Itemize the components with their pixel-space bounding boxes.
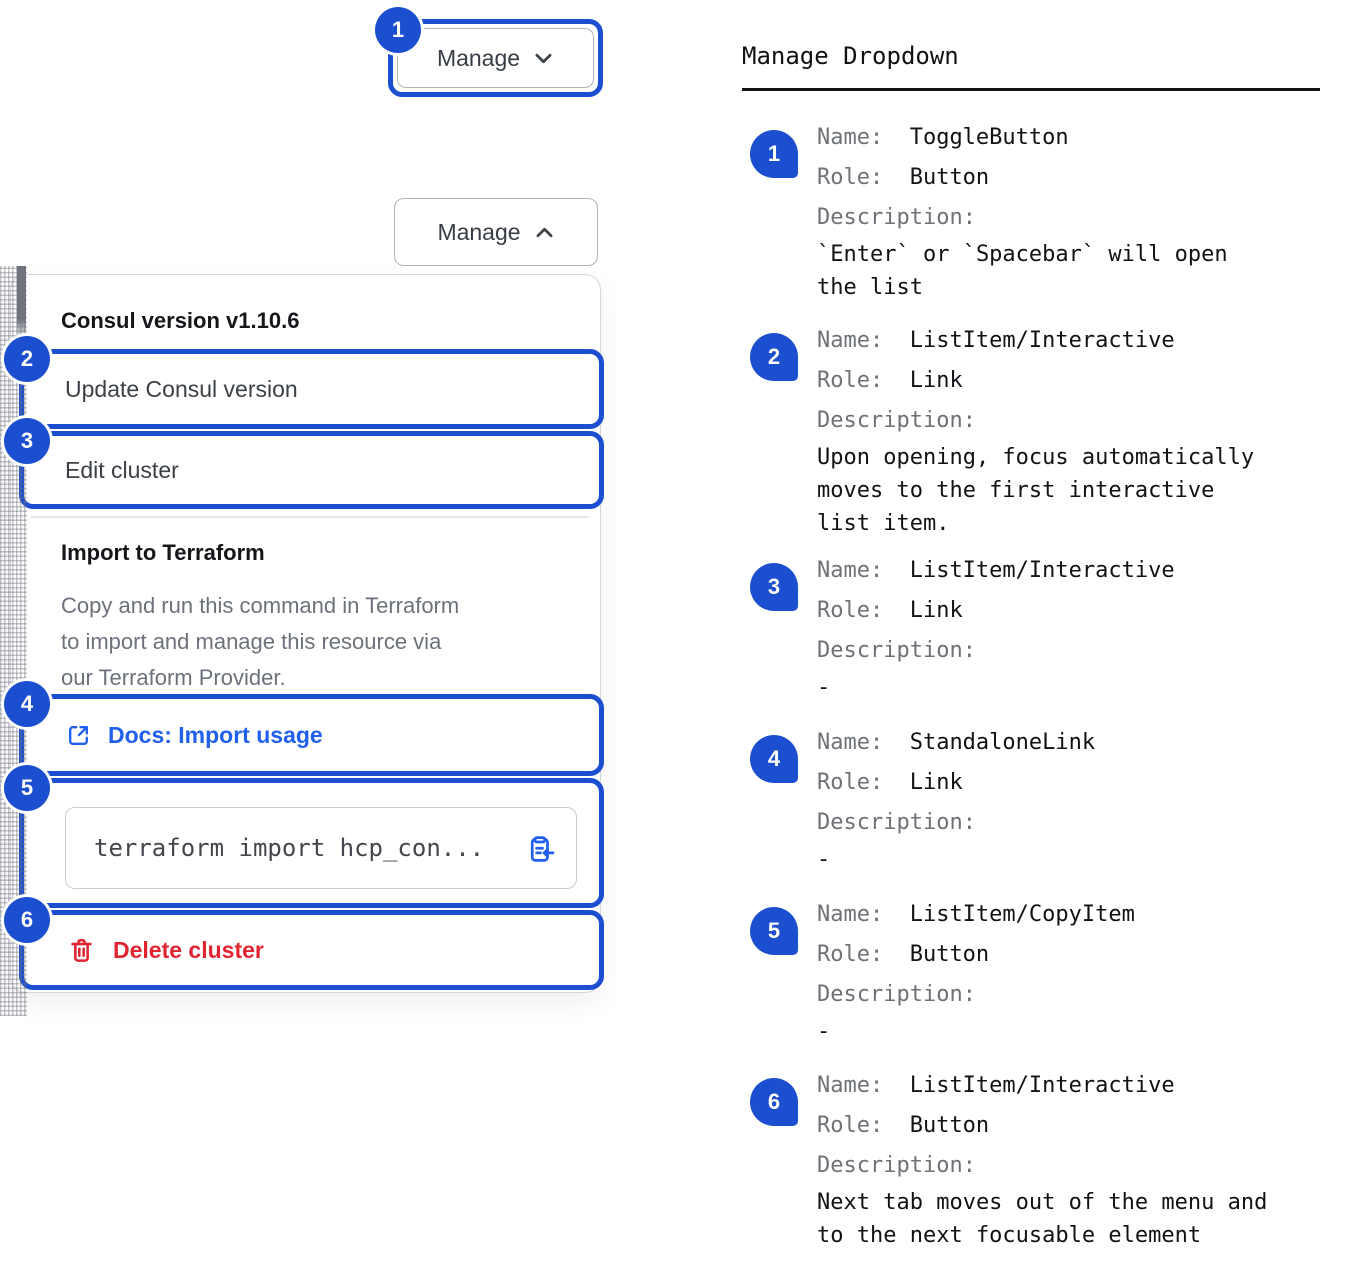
name-value: ListItem/CopyItem <box>909 902 1135 927</box>
annotation-badge-6: 6 <box>4 897 50 943</box>
description-label: Description: <box>817 638 976 663</box>
role-value: Button <box>909 942 990 967</box>
description-label: Description: <box>817 982 976 1007</box>
role-label: Role: <box>817 598 884 623</box>
description-value: Next tab moves out of the menu and to th… <box>817 1190 1268 1248</box>
docs-link-label: Docs: Import usage <box>108 721 323 748</box>
import-terraform-description: Copy and run this command in Terraform t… <box>61 593 460 690</box>
role-value: Link <box>909 770 963 795</box>
name-label: Name: <box>817 1073 884 1098</box>
description-value: Upon opening, focus automatically moves … <box>817 445 1255 536</box>
description-value: - <box>817 847 831 872</box>
terraform-command-field: terraform import hcp_con... <box>65 807 577 889</box>
name-value: ListItem/Interactive <box>909 328 1175 353</box>
delete-cluster-label: Delete cluster <box>113 936 264 963</box>
legend-item: 2 Name: ListItem/Interactive Role: Link De… <box>742 321 1328 540</box>
manage-toggle-label: Manage <box>436 44 521 71</box>
manage-toggle-button-open[interactable]: Manage <box>394 198 598 266</box>
annotation-box-2: Update Consul version <box>19 349 604 429</box>
role-label: Role: <box>817 368 884 393</box>
annotation-badge: 2 <box>750 333 798 381</box>
role-value: Button <box>909 165 990 190</box>
legend-item: 3 Name: ListItem/Interactive Role: Link De… <box>742 551 1328 704</box>
name-label: Name: <box>817 328 884 353</box>
annotation-box-1: Manage <box>388 19 603 97</box>
description-label: Description: <box>817 810 976 835</box>
description-value: - <box>817 675 831 700</box>
annotation-badge-3: 3 <box>4 418 50 464</box>
name-label: Name: <box>817 902 884 927</box>
description-label: Description: <box>817 205 976 230</box>
description-value: `Enter` or `Spacebar` will open the list <box>817 242 1228 300</box>
role-label: Role: <box>817 165 884 190</box>
role-label: Role: <box>817 942 884 967</box>
description-value: - <box>817 1019 831 1044</box>
annotation-badge-2: 2 <box>4 336 50 382</box>
legend-title: Manage Dropdown <box>742 42 959 70</box>
annotation-badge: 5 <box>750 907 798 955</box>
manage-toggle-button[interactable]: Manage <box>397 28 594 88</box>
annotation-badge: 4 <box>750 735 798 783</box>
manage-toggle-label: Manage <box>437 218 521 245</box>
annotation-badge: 1 <box>750 130 798 178</box>
legend-item: 5 Name: ListItem/CopyItem Role: Button Des… <box>742 895 1328 1048</box>
legend-item: 4 Name: StandaloneLink Role: Link Descript… <box>742 723 1328 876</box>
consul-version-header: Consul version v1.10.6 <box>61 308 300 333</box>
role-label: Role: <box>817 770 884 795</box>
clipboard-copy-icon <box>530 835 554 862</box>
section-divider <box>31 516 588 518</box>
role-value: Link <box>909 368 963 393</box>
copy-button[interactable] <box>524 833 556 865</box>
menu-item-delete-cluster[interactable]: Delete cluster <box>24 915 599 985</box>
trash-icon <box>67 936 96 965</box>
role-value: Link <box>909 598 963 623</box>
annotation-box-4: Docs: Import usage <box>19 694 604 776</box>
legend-item: 1 Name: ToggleButton Role: Button Descript… <box>742 118 1328 304</box>
legend-panel: Manage Dropdown 1 Name: ToggleButton Role… <box>742 0 1328 1282</box>
annotation-badge: 6 <box>750 1078 798 1126</box>
annotation-badge-1: 1 <box>375 7 421 53</box>
name-label: Name: <box>817 125 884 150</box>
menu-item-edit-cluster[interactable]: Edit cluster <box>65 456 179 483</box>
role-value: Button <box>909 1113 990 1138</box>
annotation-box-6: Delete cluster <box>19 910 604 990</box>
annotation-box-3: Edit cluster <box>19 431 604 509</box>
annotation-box-5: terraform import hcp_con... <box>19 778 604 908</box>
name-value: ToggleButton <box>909 125 1069 150</box>
docs-import-usage-link[interactable]: Docs: Import usage <box>24 699 599 771</box>
name-label: Name: <box>817 730 884 755</box>
description-label: Description: <box>817 1153 976 1178</box>
name-value: ListItem/Interactive <box>909 1073 1175 1098</box>
external-link-icon <box>65 722 92 749</box>
import-terraform-title: Import to Terraform <box>61 540 265 565</box>
annotation-badge-5: 5 <box>4 765 50 811</box>
name-value: StandaloneLink <box>909 730 1096 755</box>
chevron-down-icon <box>533 48 554 69</box>
menu-item-update-consul-version[interactable]: Update Consul version <box>65 375 298 402</box>
role-label: Role: <box>817 1113 884 1138</box>
annotation-badge: 3 <box>750 563 798 611</box>
legend-rule <box>742 88 1320 91</box>
legend-item: 6 Name:ListItem/Interactive Role:Button … <box>742 1066 1328 1252</box>
terraform-command-text: terraform import hcp_con... <box>94 834 485 862</box>
description-label: Description: <box>817 408 976 433</box>
chevron-up-icon <box>534 222 555 243</box>
name-label: Name: <box>817 558 884 583</box>
name-value: ListItem/Interactive <box>909 558 1175 583</box>
annotation-badge-4: 4 <box>4 681 50 727</box>
